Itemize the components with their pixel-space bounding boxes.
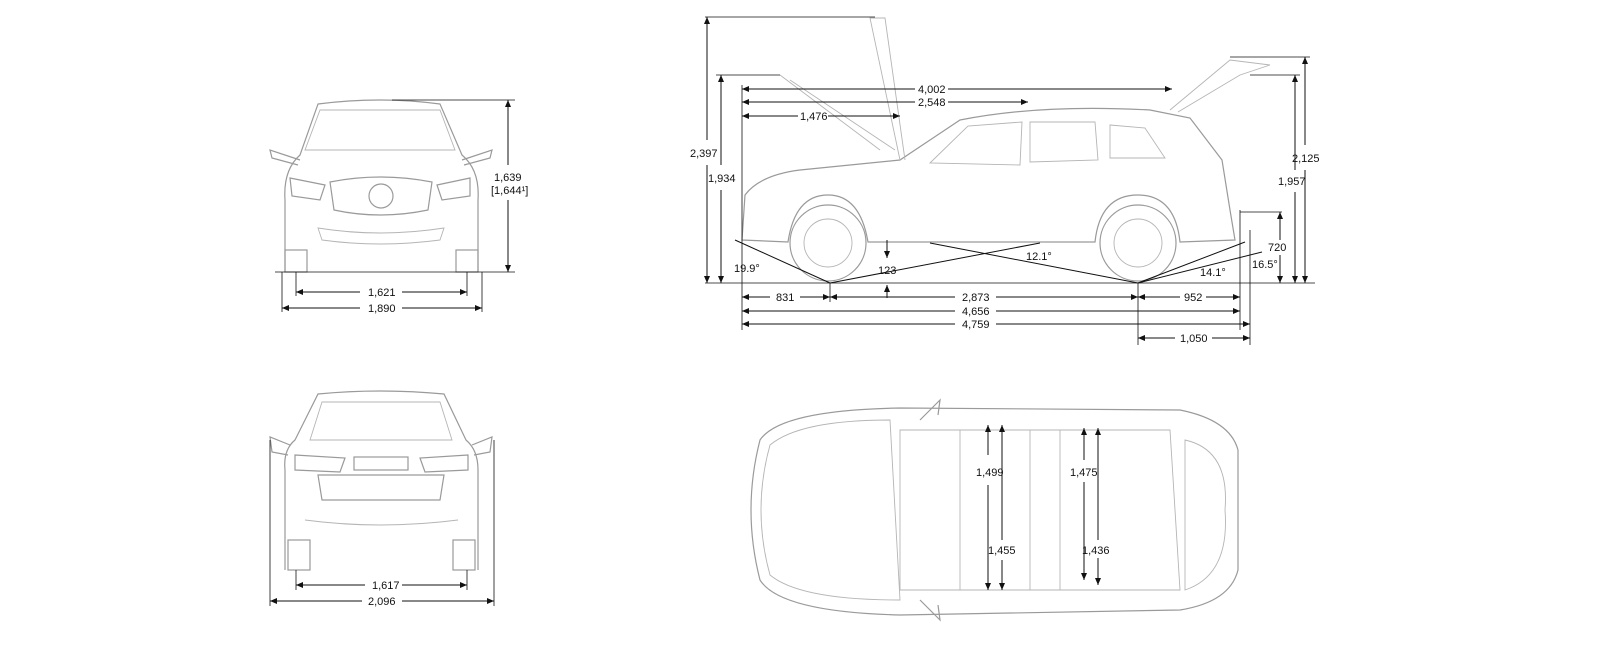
rear-view: 1,617 2,096 bbox=[269, 390, 495, 608]
wheelbase-label: 2,873 bbox=[962, 292, 990, 304]
open-hood-alt bbox=[779, 74, 896, 151]
side-height-hood-open-label: 2,397 bbox=[690, 148, 718, 160]
front-width-upper-label: 1,499 bbox=[976, 467, 1004, 479]
breakover-angle-label: 12.1° bbox=[1026, 251, 1052, 263]
rear-overhang-label: 952 bbox=[1184, 292, 1202, 304]
open-tailgate bbox=[1169, 59, 1271, 113]
front-height-alt-label: [1,644¹] bbox=[491, 185, 528, 197]
front-width-label: 1,890 bbox=[368, 303, 396, 315]
top-car-outline bbox=[750, 398, 1239, 622]
front-view: 1,639 [1,644¹] 1,621 1,890 bbox=[269, 99, 528, 315]
length-label: 4,656 bbox=[962, 306, 990, 318]
length-4002-label: 4,002 bbox=[918, 84, 946, 96]
length-1476-label: 1,476 bbox=[800, 111, 828, 123]
rear-track-label: 1,617 bbox=[372, 580, 400, 592]
height-tailgate-label: 1,957 bbox=[1278, 176, 1306, 188]
front-width-lower-label: 1,455 bbox=[988, 545, 1016, 557]
rear-car-outline bbox=[269, 390, 493, 571]
side-height-with-hood-label: 1,934 bbox=[708, 173, 736, 185]
length-2548-label: 2,548 bbox=[918, 97, 946, 109]
approach-angle-label: 19.9° bbox=[734, 263, 760, 275]
front-overhang-label: 831 bbox=[776, 292, 794, 304]
height-tailgate-open-label: 2,125 bbox=[1292, 153, 1320, 165]
length-total-label: 4,759 bbox=[962, 319, 990, 331]
rear-load-height-label: 720 bbox=[1268, 242, 1286, 254]
side-car-outline bbox=[741, 17, 1271, 282]
top-view: 1,499 1,455 1,475 1,436 bbox=[750, 398, 1239, 622]
ground-clearance-label: 123 bbox=[878, 265, 896, 277]
front-track-label: 1,621 bbox=[368, 287, 396, 299]
departure-angle-alt-label: 16.5° bbox=[1252, 259, 1278, 271]
front-car-outline bbox=[269, 99, 493, 273]
rear-width-label: 2,096 bbox=[368, 596, 396, 608]
front-height-label: 1,639 bbox=[494, 172, 522, 184]
side-view: 2,397 1,934 4,002 2,548 1,476 2,125 1,95… bbox=[690, 16, 1320, 345]
rear-axle-to-hitch-label: 1,050 bbox=[1180, 333, 1208, 345]
rear-width-upper-label: 1,475 bbox=[1070, 467, 1098, 479]
departure-angle-label: 14.1° bbox=[1200, 267, 1226, 279]
rear-width-lower-label: 1,436 bbox=[1082, 545, 1110, 557]
